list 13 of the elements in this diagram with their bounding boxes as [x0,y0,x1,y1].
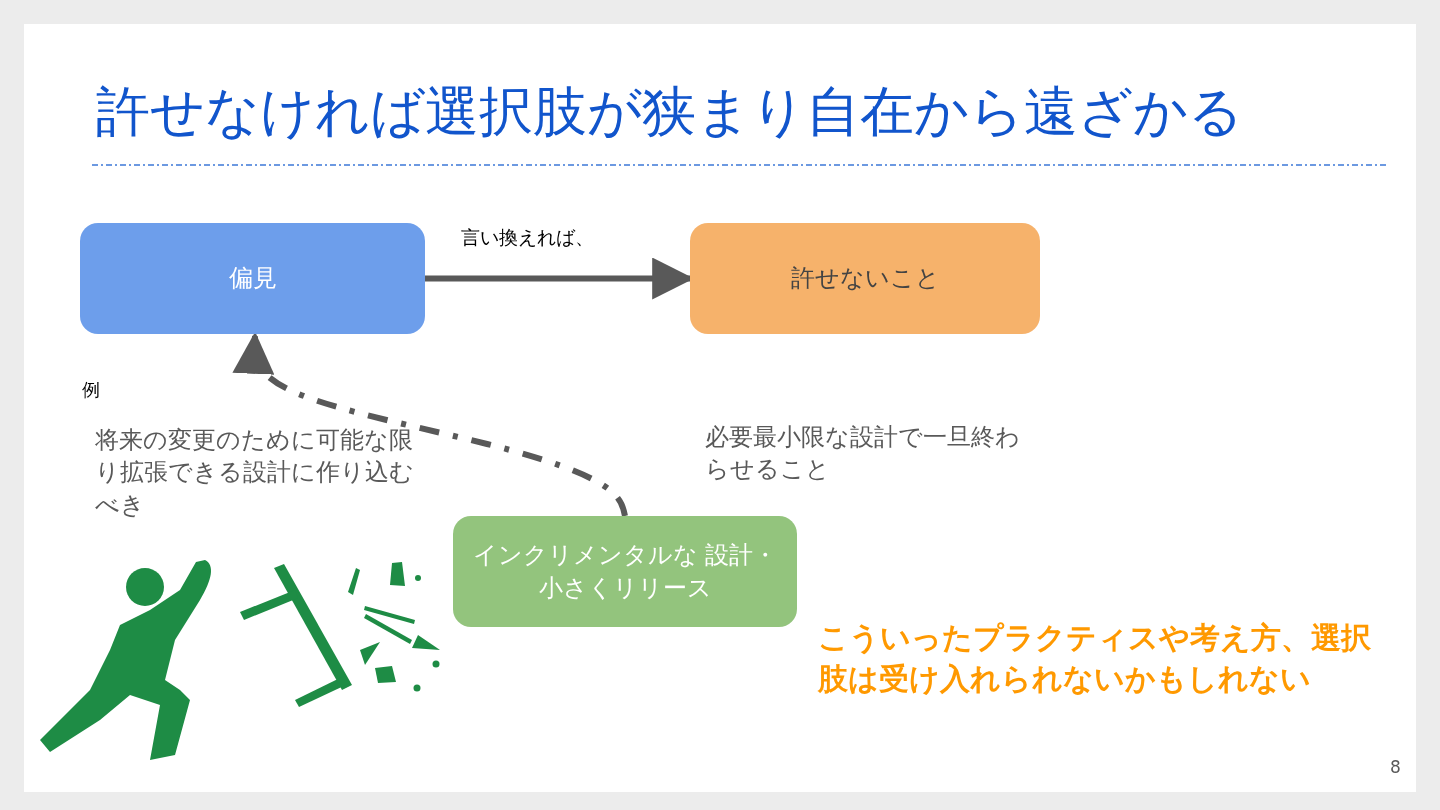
rounded-box [690,223,1040,334]
box-text: 許せないこと [790,263,940,295]
note-text: 将来の変更のために可能な限り拡張できる設計に作り込むべき [95,425,415,521]
warning-text: こういったプラクティスや考え方、選択肢は受け入れられないかもしれない [818,619,1372,698]
slide-title: 許せなければ選択肢が狭まり自在から遠ざかる [96,79,1243,145]
box-text: インクリメンタルな 設計・小さくリリース [471,540,779,604]
box-text: 偏見 [228,263,277,295]
note-text: 必要最小限な設計で一旦終わらせること [705,422,1021,486]
dashed-arrow [232,331,628,517]
rounded-box [453,516,797,627]
example-label: 例 [82,378,101,402]
rounded-box [80,223,425,334]
page-number: 8 [1390,756,1402,779]
